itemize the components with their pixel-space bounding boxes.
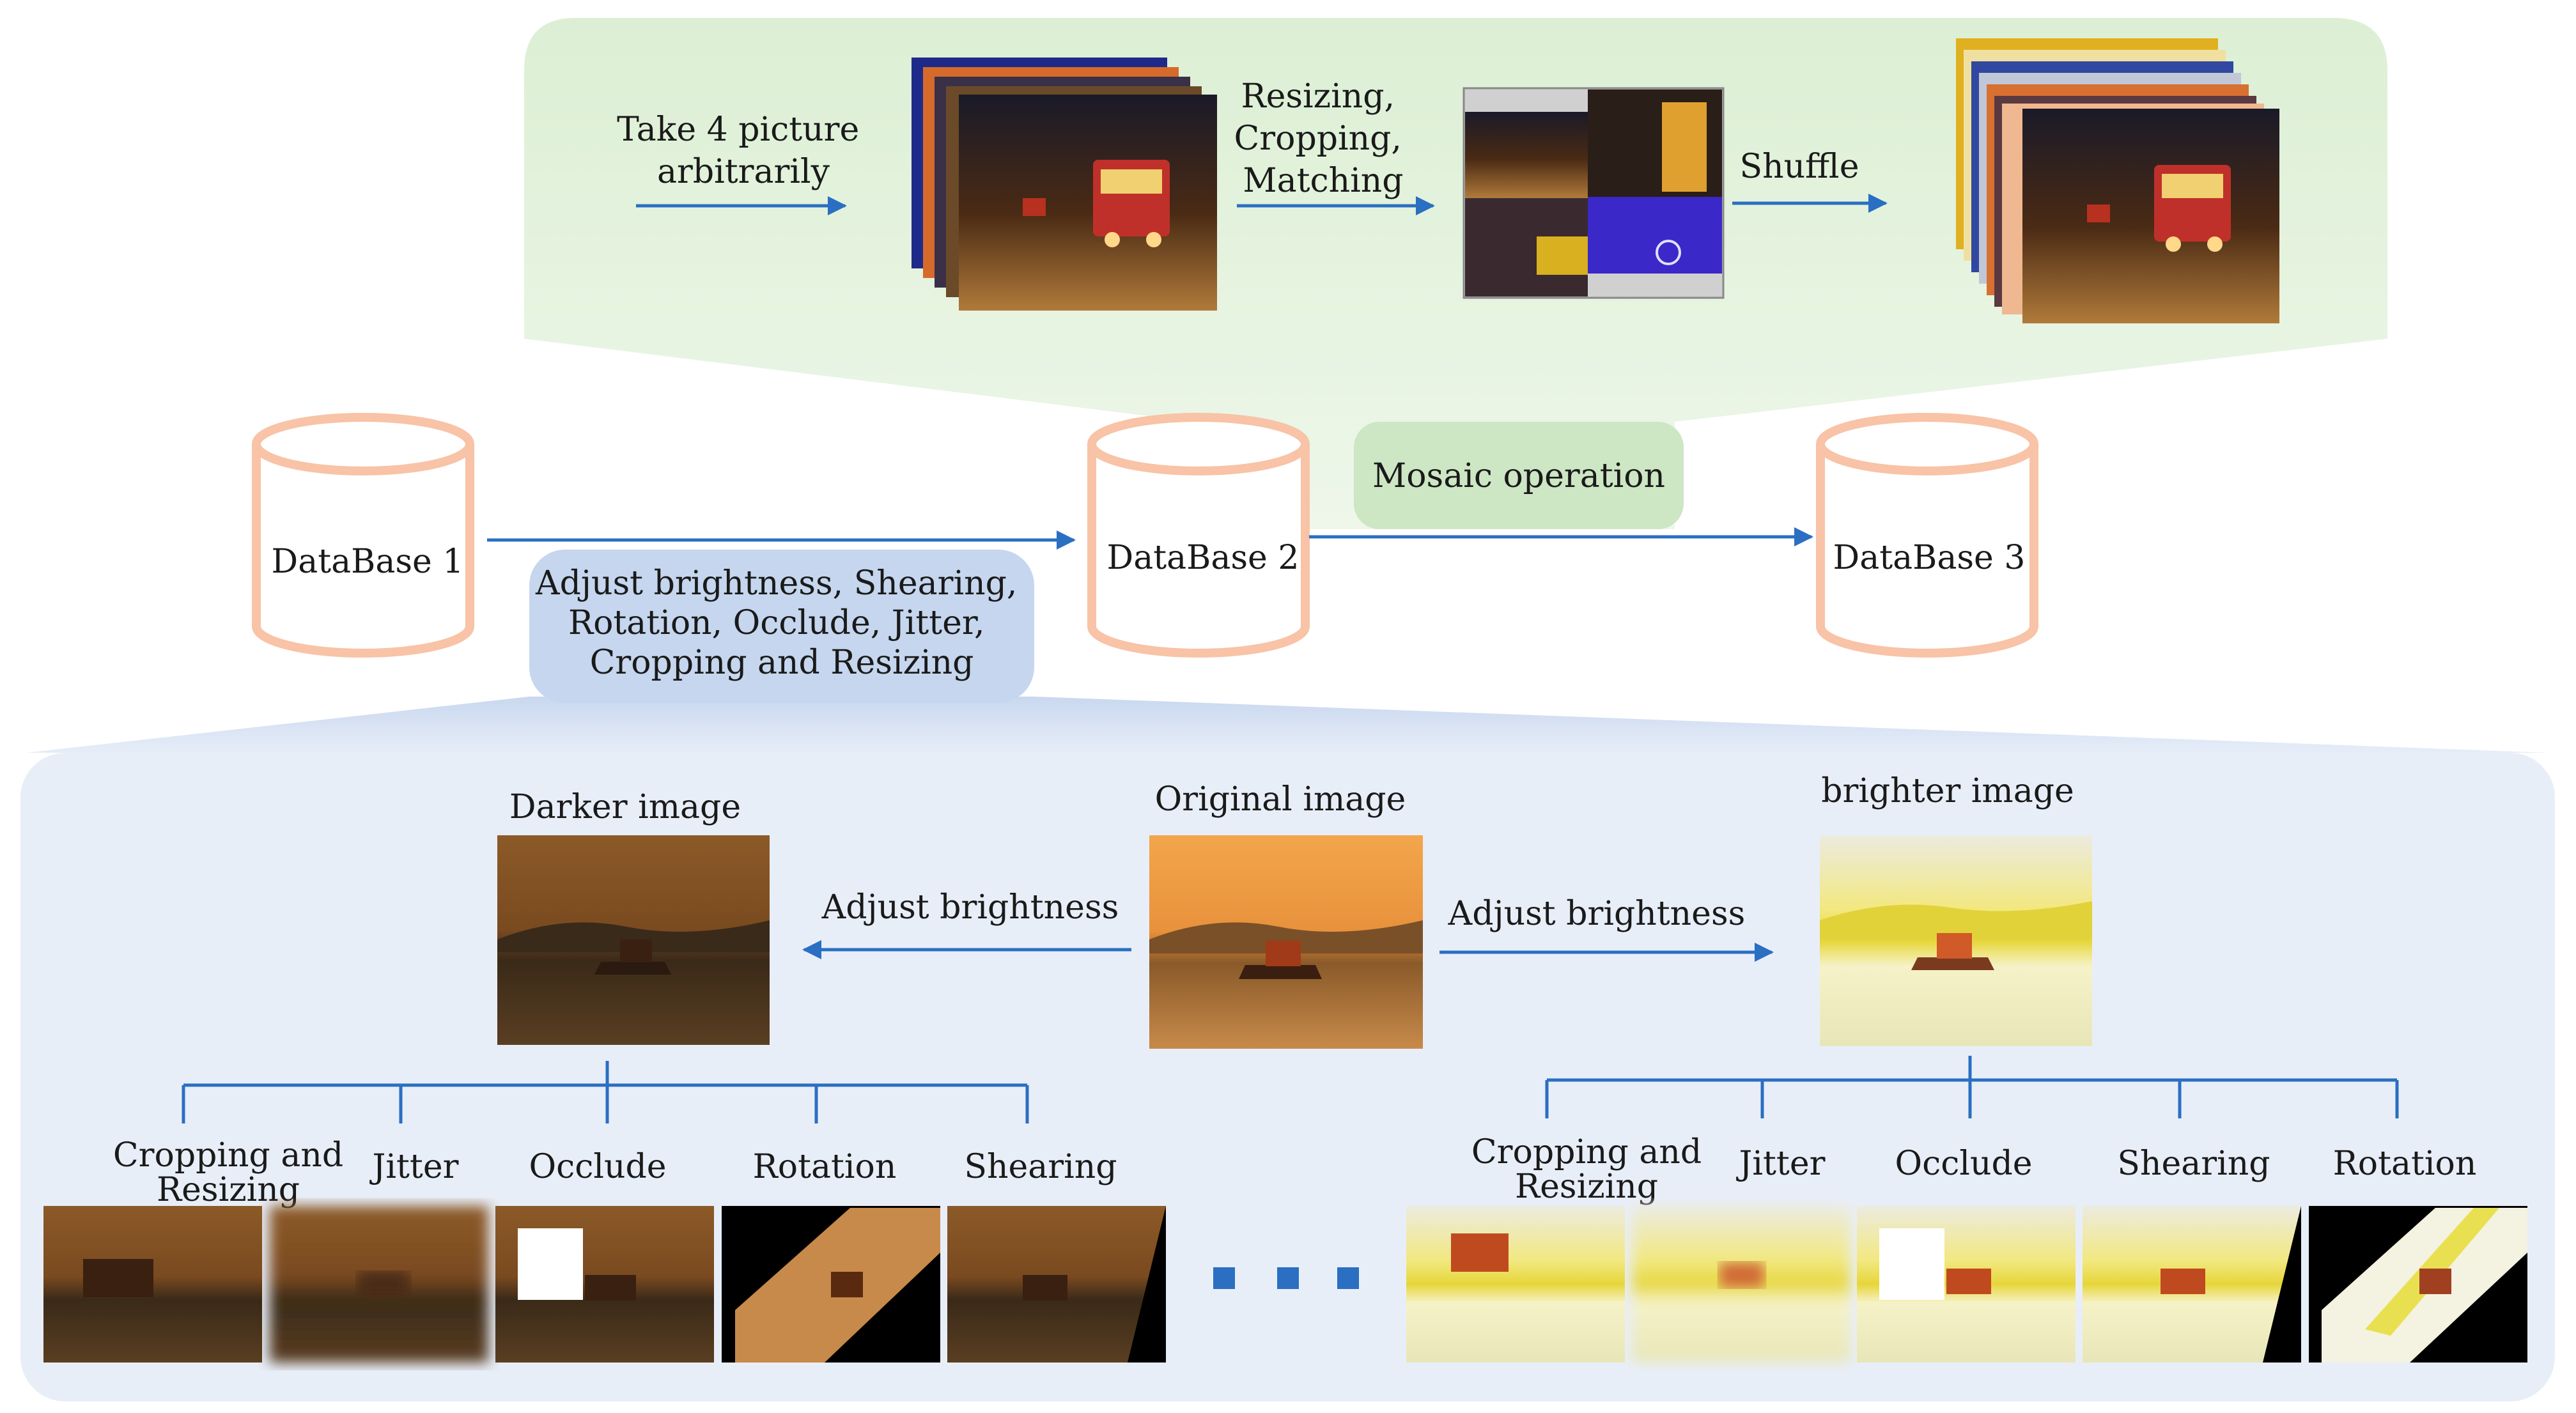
database-3-label: DataBase 3	[1833, 539, 2026, 577]
database-1-label: DataBase 1	[272, 543, 464, 581]
thumb-right-jitter	[1632, 1206, 1851, 1363]
left-op-4: Shearing	[964, 1148, 1117, 1186]
thumb-right-rotation	[2309, 1206, 2527, 1363]
tree-right	[1545, 1056, 2399, 1118]
left-op-3: Rotation	[753, 1148, 897, 1186]
augment-funnel	[26, 697, 2550, 753]
right-op-2: Occlude	[1895, 1145, 2032, 1183]
brighter-image-label: brighter image	[1821, 772, 2074, 810]
left-thumbnails	[43, 1206, 1166, 1363]
augment-tab	[529, 550, 1034, 703]
mosaic-tab-label: Mosaic operation	[1372, 457, 1665, 495]
adjust-brightness-left-label: Adjust brightness	[821, 888, 1119, 927]
thumb-left-occlude	[495, 1206, 714, 1363]
original-image	[1149, 835, 1423, 1049]
thumb-left-shearing	[947, 1206, 1166, 1363]
thumb-right-occlude	[1857, 1206, 2076, 1363]
shuffled-images	[1956, 38, 2279, 323]
darker-image-label: Darker image	[509, 788, 741, 826]
database-2: DataBase 2	[1087, 413, 1310, 658]
right-thumbnails	[1406, 1206, 2527, 1363]
database-3: DataBase 3	[1816, 413, 2038, 658]
mosaic-step1-label: Take 4 picture arbitrarily	[617, 111, 870, 191]
ellipsis	[1213, 1267, 1359, 1289]
right-op-3: Shearing	[2117, 1145, 2270, 1183]
thumb-right-shearing	[2083, 1206, 2301, 1363]
original-image-label: Original image	[1155, 780, 1406, 819]
left-op-2: Occlude	[529, 1148, 666, 1186]
mosaic-image	[1463, 87, 1725, 299]
augment-tab-label: Adjust brightness, Shearing, Rotation, O…	[535, 564, 1028, 682]
stacked-images	[912, 58, 1217, 311]
right-op-1: Jitter	[1736, 1145, 1826, 1183]
thumb-left-rotation	[722, 1206, 940, 1363]
thumb-right-cropping	[1406, 1206, 1625, 1363]
database-1: DataBase 1	[252, 413, 474, 658]
mosaic-step3-label: Shuffle	[1740, 148, 1859, 186]
mosaic-tab	[1354, 422, 1684, 529]
left-op-1: Jitter	[369, 1148, 459, 1186]
database-2-label: DataBase 2	[1107, 539, 1300, 577]
tree-left	[182, 1061, 1029, 1123]
mosaic-step2-label: Resizing, Cropping, Matching	[1234, 77, 1413, 200]
darker-image	[497, 835, 770, 1045]
brighter-image	[1820, 835, 2092, 1046]
thumb-left-jitter	[270, 1206, 488, 1363]
right-op-4: Rotation	[2333, 1145, 2477, 1183]
thumb-left-cropping	[43, 1206, 262, 1363]
adjust-brightness-right-label: Adjust brightness	[1448, 895, 1746, 933]
